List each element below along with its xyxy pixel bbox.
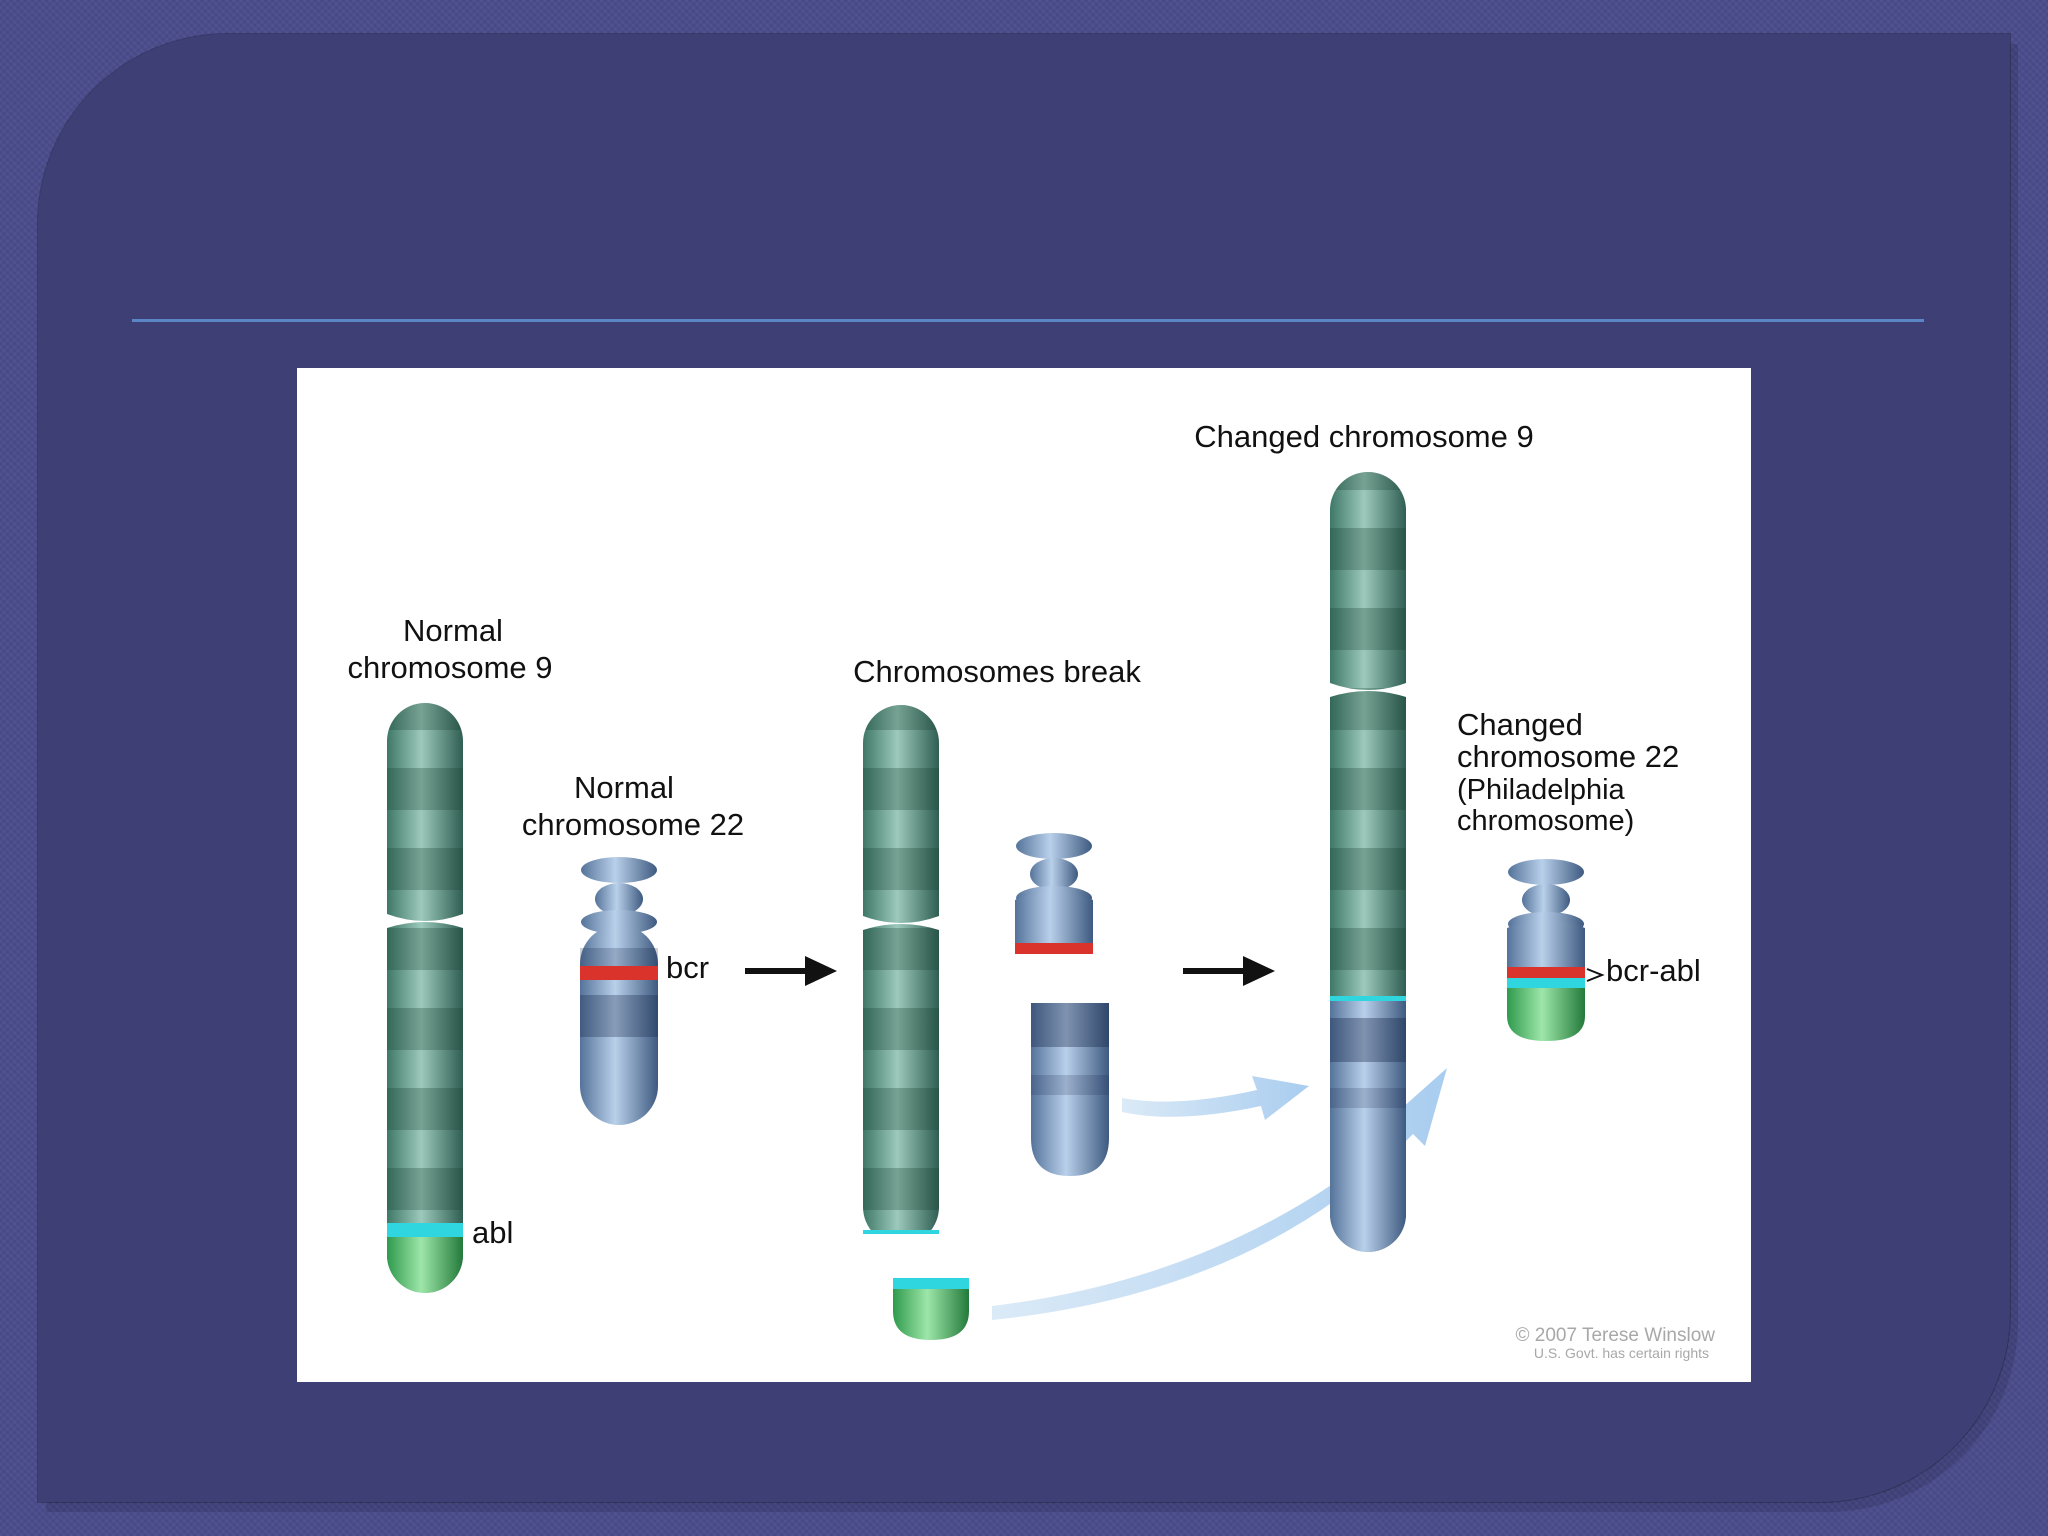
label-changed-chromosome-22-line1: Changed bbox=[1457, 707, 1583, 742]
translocation-arrows bbox=[992, 1068, 1447, 1320]
label-changed-chromosome-22-line2: chromosome 22 bbox=[1457, 739, 1679, 774]
label-changed-chromosome-22-line3: (Philadelphia bbox=[1457, 774, 1626, 806]
normal-chromosome-22 bbox=[580, 857, 658, 1125]
label-normal-chromosome-9-line2: chromosome 9 bbox=[347, 650, 552, 685]
label-abl: abl bbox=[472, 1215, 513, 1250]
broken-chromosome-9 bbox=[857, 705, 945, 1260]
step-arrow-1 bbox=[745, 956, 837, 986]
abl-band bbox=[387, 1223, 463, 1237]
label-chromosomes-break: Chromosomes break bbox=[853, 654, 1141, 689]
broken-abl-fragment bbox=[893, 1278, 969, 1340]
credit-line-2: U.S. Govt. has certain rights bbox=[1534, 1345, 1709, 1361]
credit-line-1: © 2007 Terese Winslow bbox=[1515, 1325, 1715, 1346]
label-changed-chromosome-22-line4: chromosome) bbox=[1457, 805, 1634, 837]
broken-chromosome-22-bottom bbox=[1031, 1003, 1109, 1176]
changed-chromosome-9 bbox=[1330, 472, 1406, 1252]
label-bcr-abl: bcr-abl bbox=[1606, 953, 1701, 988]
label-normal-chromosome-22-line1: Normal bbox=[574, 770, 674, 805]
title-rule bbox=[132, 319, 1924, 322]
step-arrow-2 bbox=[1183, 956, 1275, 986]
philadelphia-chromosome-figure: Normal chromosome 9 Normal chromosome 22… bbox=[297, 368, 1751, 1382]
normal-chromosome-9 bbox=[387, 703, 463, 1293]
bcr-band bbox=[580, 966, 658, 980]
philadelphia-chromosome bbox=[1507, 859, 1605, 1041]
broken-chromosome-22-top bbox=[1015, 833, 1093, 954]
label-normal-chromosome-22-line2: chromosome 22 bbox=[522, 807, 744, 842]
label-changed-chromosome-9: Changed chromosome 9 bbox=[1194, 419, 1533, 454]
label-normal-chromosome-9-line1: Normal bbox=[403, 613, 503, 648]
label-bcr: bcr bbox=[666, 950, 709, 985]
